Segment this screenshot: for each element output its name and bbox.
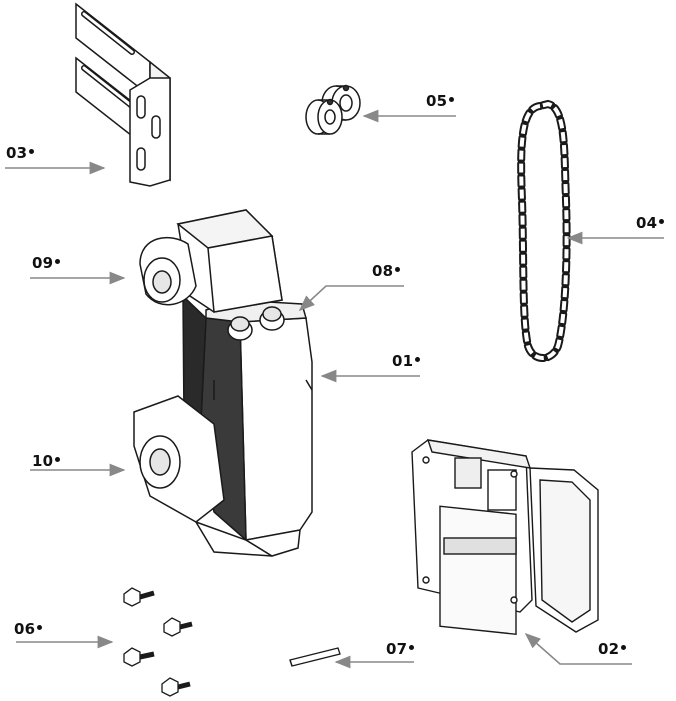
label-07: 07 — [386, 640, 415, 658]
leader-lines — [5, 109, 664, 669]
shaft-collars-part — [305, 84, 361, 135]
label-05: 05 — [426, 92, 455, 110]
label-08: 08 — [372, 262, 401, 280]
operator-motor-unit — [133, 209, 313, 557]
label-09: 09 — [32, 254, 61, 272]
leader-08 — [298, 285, 404, 312]
bolts-part — [123, 587, 193, 697]
label-06: 06 — [14, 620, 43, 638]
label-01: 01 — [392, 352, 421, 370]
shaft-key-part — [289, 647, 341, 667]
chain-loop-part — [517, 99, 571, 362]
control-box-part — [411, 439, 599, 636]
label-10: 10 — [32, 452, 61, 470]
leader-02 — [524, 632, 632, 665]
label-02: 02 — [598, 640, 627, 658]
label-04: 04 — [636, 214, 665, 232]
mounting-bracket-part — [75, 2, 171, 187]
label-03: 03 — [6, 144, 35, 162]
